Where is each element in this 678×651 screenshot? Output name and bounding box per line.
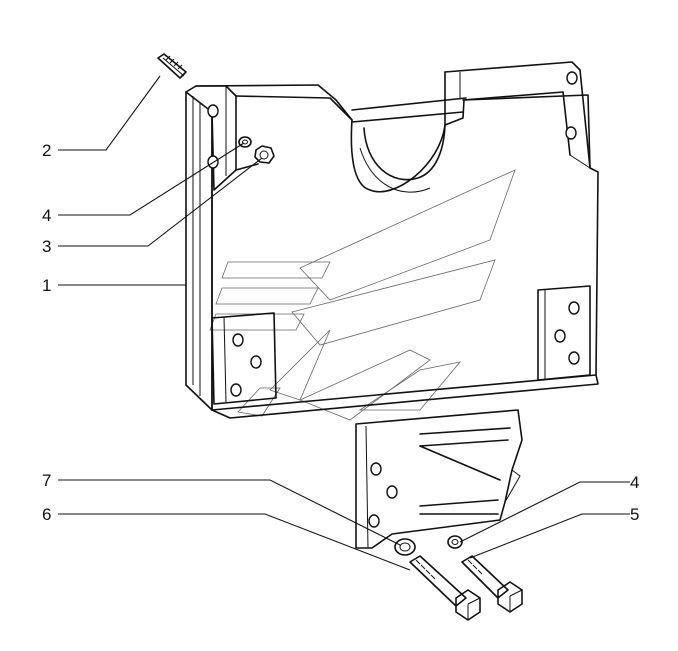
callout-5: 5 xyxy=(630,505,639,524)
counterweight-body xyxy=(185,61,599,419)
callout-3: 3 xyxy=(42,237,51,256)
callout-6: 6 xyxy=(42,505,51,524)
body-holes xyxy=(207,71,580,397)
washer-part-7 xyxy=(394,538,416,556)
nut-part-3 xyxy=(254,145,275,164)
callout-4-upper: 4 xyxy=(42,206,51,225)
callout-labels: 2 4 3 1 7 6 4 5 xyxy=(42,141,639,524)
washer-part-4-lower xyxy=(447,535,463,549)
mounting-bracket xyxy=(355,409,523,549)
watermark-logo xyxy=(209,169,516,421)
callout-7: 7 xyxy=(42,471,51,490)
leader-lines xyxy=(58,75,630,571)
stud-part-2 xyxy=(157,53,187,79)
callout-2: 2 xyxy=(42,141,51,160)
bolt-part-5 xyxy=(461,555,523,613)
callout-4-lower: 4 xyxy=(630,473,639,492)
callout-1: 1 xyxy=(42,276,51,295)
washer-part-4-upper xyxy=(238,136,252,148)
bolt-part-6 xyxy=(409,555,481,621)
